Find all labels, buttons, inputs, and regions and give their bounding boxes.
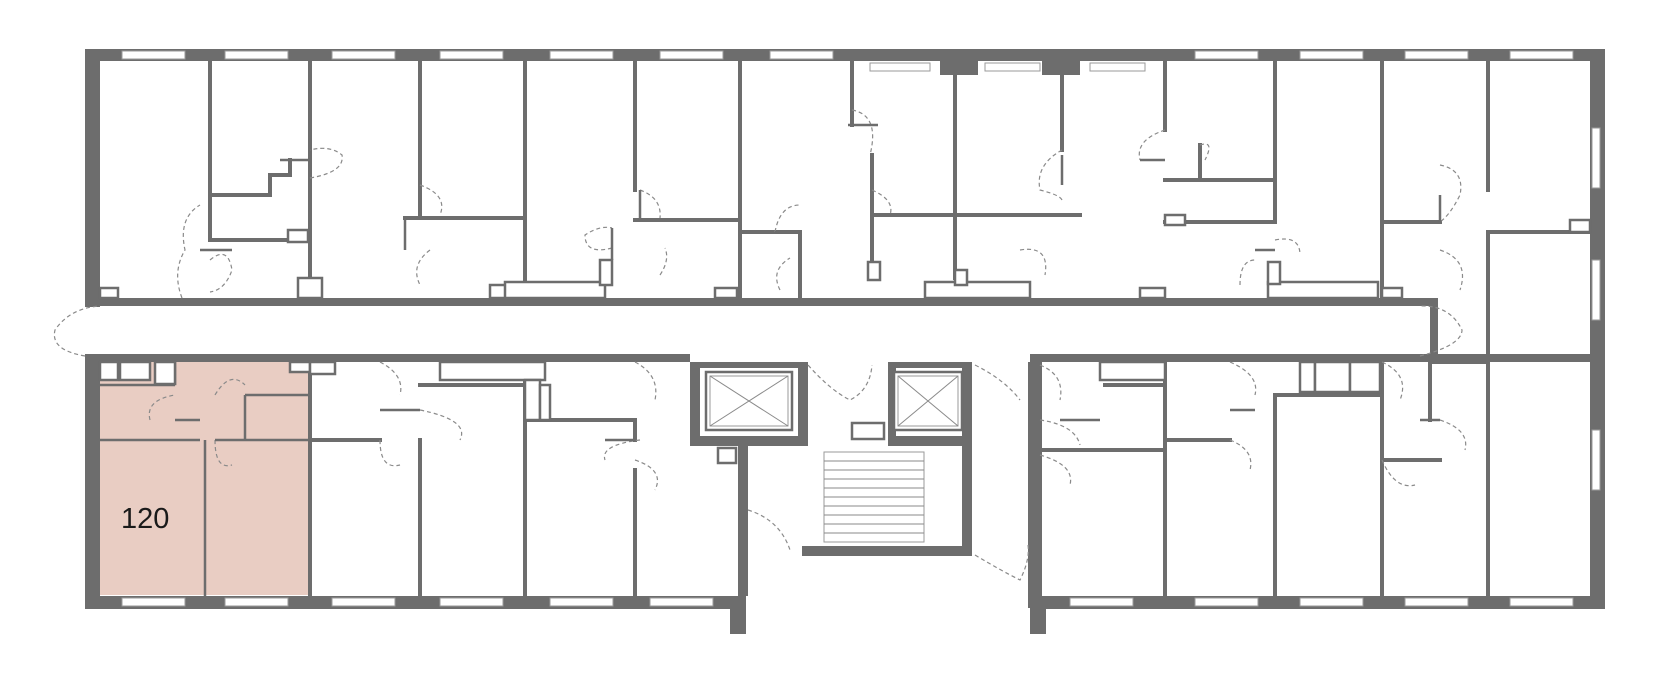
- door-swings: [53, 109, 1467, 581]
- unit-number-label[interactable]: 120: [121, 503, 169, 535]
- elevator-2: [892, 370, 964, 432]
- staircase: [823, 451, 925, 543]
- windows-bottom: [121, 597, 1574, 607]
- north-partitions: [208, 59, 1592, 356]
- elevator-1: [704, 370, 794, 432]
- corridor-walls: [100, 298, 1605, 362]
- service-boxes-north: [98, 213, 1592, 300]
- building-core: [690, 362, 1038, 608]
- windows-top: [121, 50, 1574, 72]
- windows-right: [1591, 127, 1601, 491]
- service-boxes-south: [98, 360, 1382, 465]
- door-leaves: [175, 123, 1442, 442]
- south-partitions: [100, 360, 1490, 598]
